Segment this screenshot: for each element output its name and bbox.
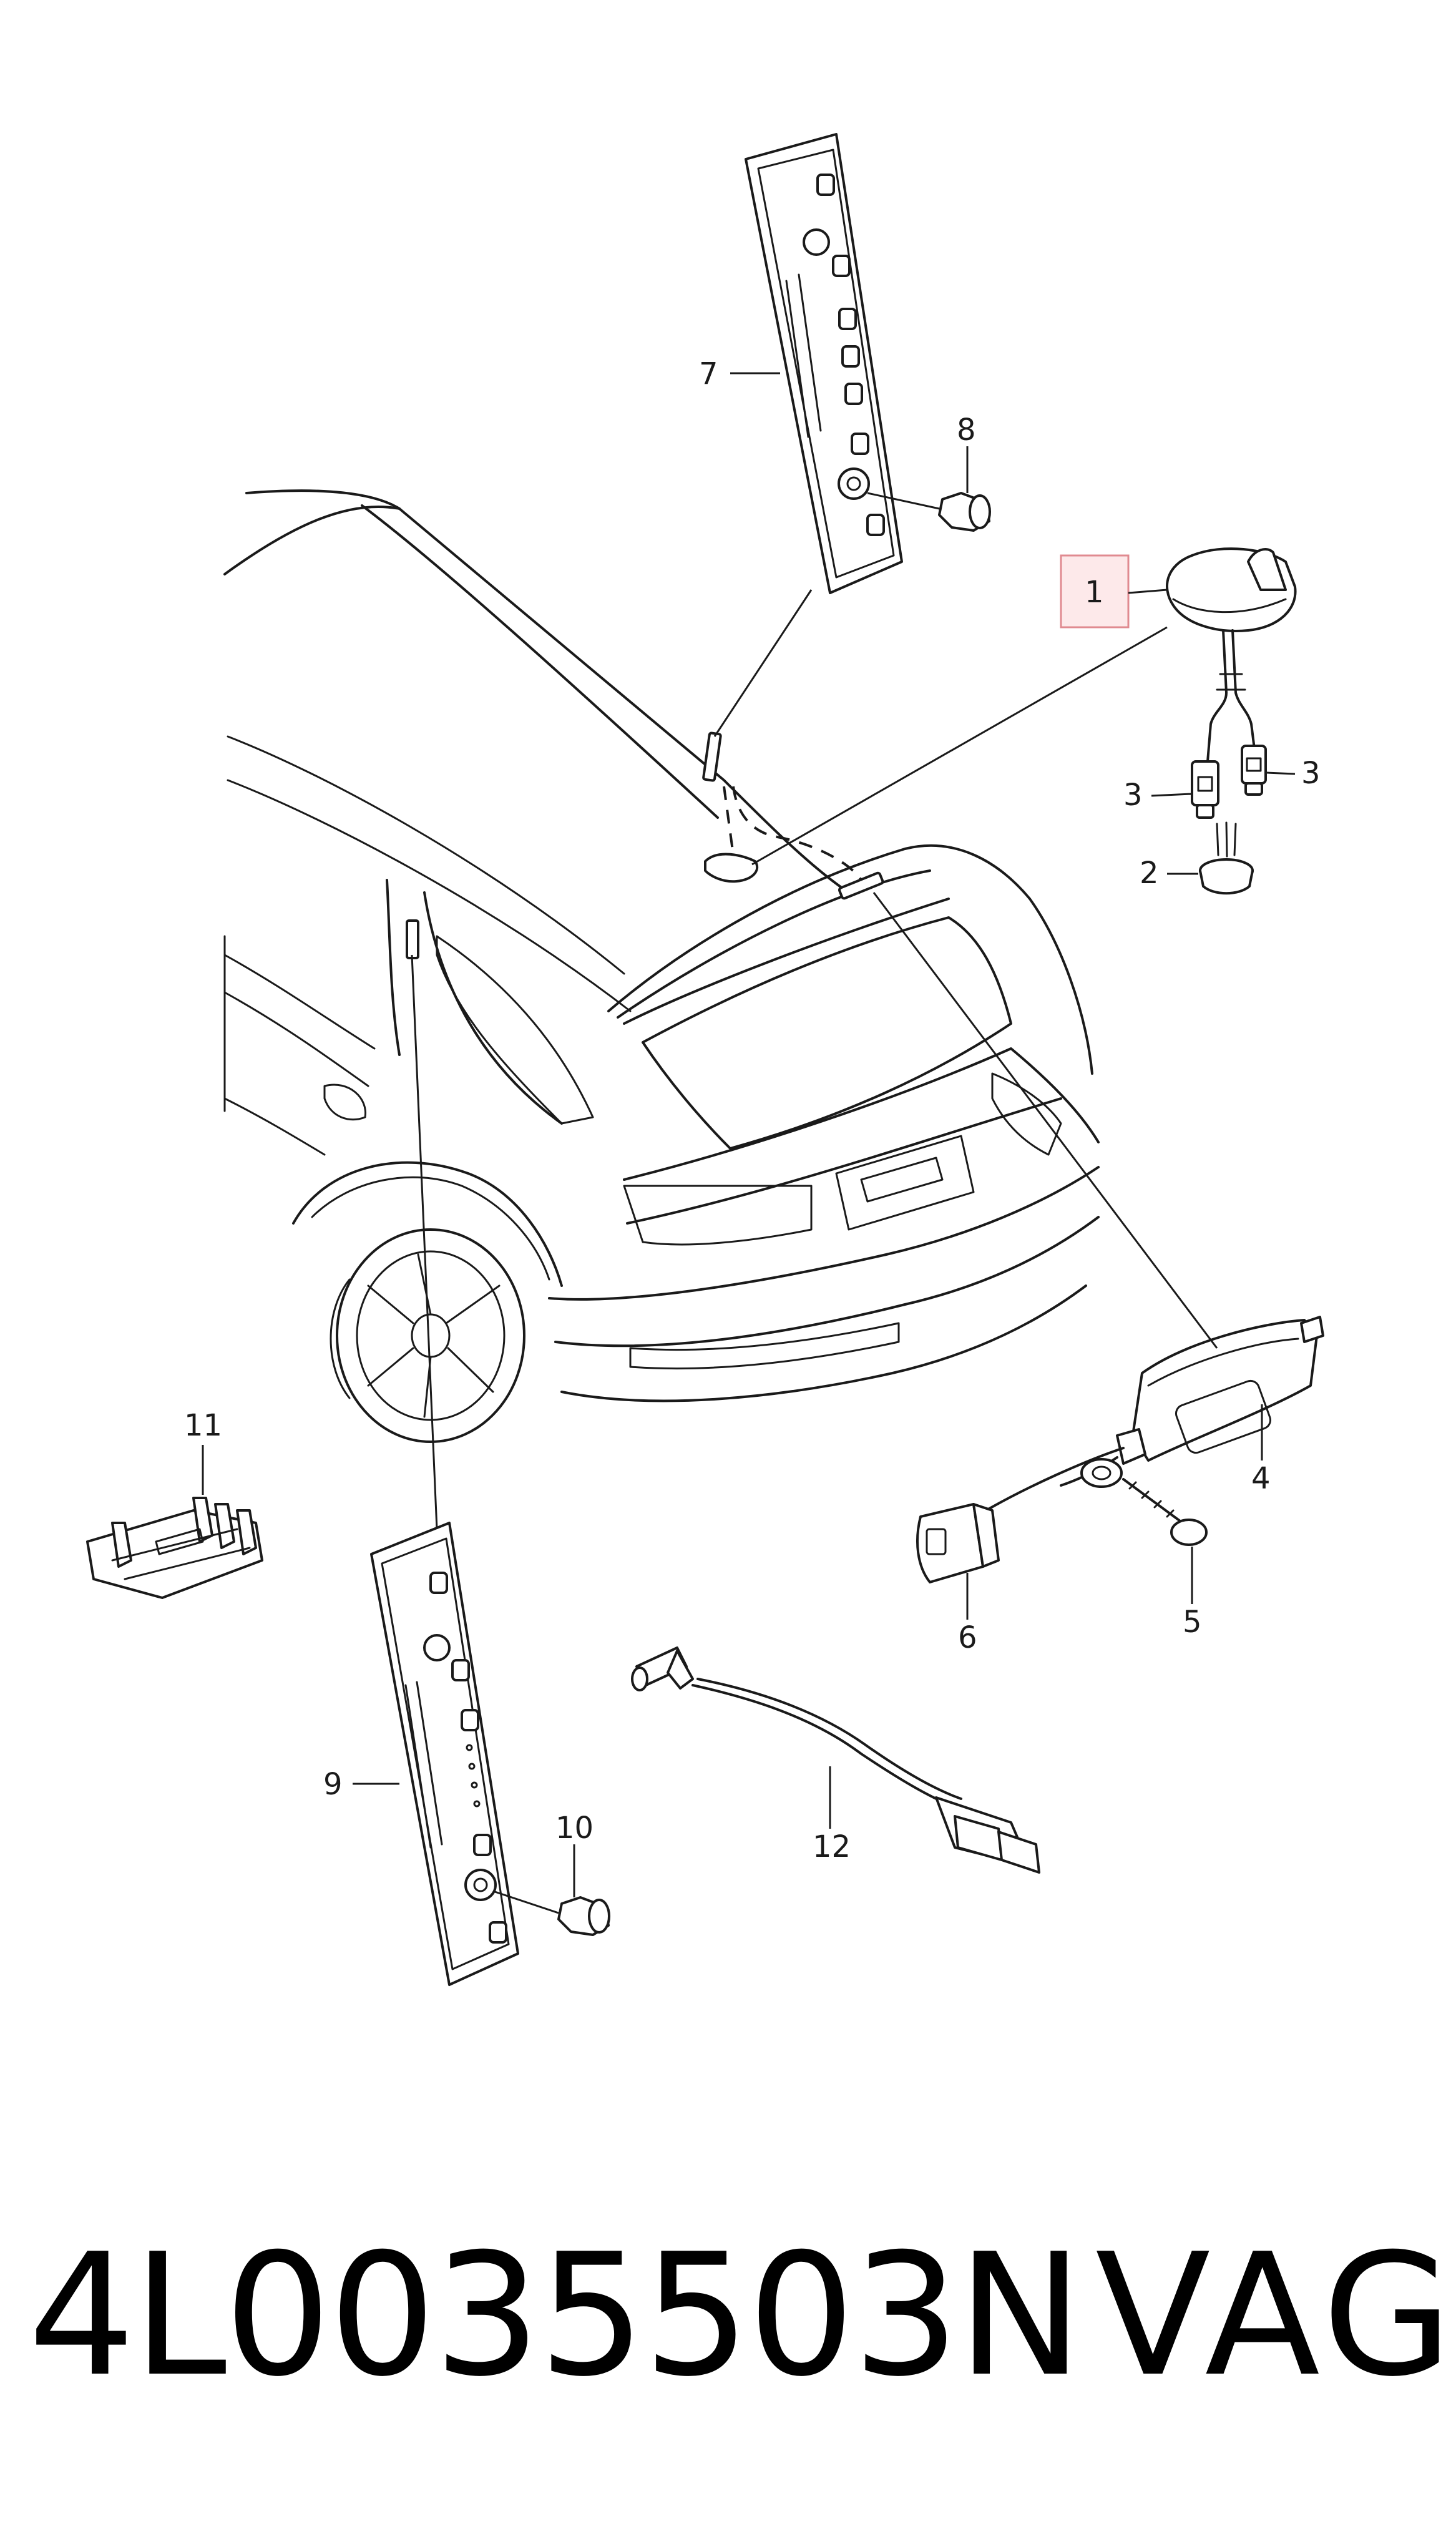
bolt-8 xyxy=(867,492,991,532)
roof-antenna xyxy=(1166,547,1297,763)
callout-10: 10 xyxy=(555,1811,594,1846)
callout-3-right: 3 xyxy=(1301,756,1321,791)
coax-connector-right xyxy=(1241,745,1267,796)
antenna-amplifier-upper xyxy=(745,133,903,594)
screw-5 xyxy=(1122,1478,1208,1546)
spoiler-amplifier xyxy=(954,1316,1324,1524)
roof-amplifier-footprint xyxy=(702,731,722,782)
callout-1-highlight xyxy=(1060,554,1130,629)
footer: 4L0035503N VAG xyxy=(0,2222,1456,2409)
callout-5: 5 xyxy=(1183,1605,1202,1640)
bolt-10 xyxy=(492,1890,610,1936)
callout-11: 11 xyxy=(184,1408,222,1443)
callout-4: 4 xyxy=(1251,1461,1271,1496)
pillar-amplifier-footprint xyxy=(406,919,419,959)
coax-cable xyxy=(631,1646,1040,1874)
spoiler-antenna-footprint xyxy=(838,871,884,900)
callout-12: 12 xyxy=(813,1829,851,1864)
cable-routing-dashed xyxy=(732,786,862,881)
callout-8: 8 xyxy=(957,413,976,448)
callout-3-left: 3 xyxy=(1123,778,1143,813)
vehicle-outline xyxy=(223,489,1100,1443)
coax-connector-left xyxy=(1191,760,1219,819)
callout-9: 9 xyxy=(323,1767,343,1802)
callout-7: 7 xyxy=(699,356,718,391)
plug-connector-6 xyxy=(916,1503,1000,1583)
callout-6: 6 xyxy=(958,1620,977,1655)
roof-antenna-footprint xyxy=(704,853,759,883)
callout-1: 1 xyxy=(1085,575,1104,610)
parts-diagram: 1 2 3 3 4 5 6 7 8 9 10 11 12 xyxy=(86,133,1324,1986)
part-number: 4L0035503N xyxy=(28,2217,1083,2414)
antenna-nut xyxy=(1199,821,1254,895)
mounting-bracket xyxy=(86,1497,263,1599)
callout-2: 2 xyxy=(1140,856,1159,891)
brand-label: VAG xyxy=(1095,2217,1456,2414)
antenna-amplifier-lower xyxy=(370,1522,519,1986)
